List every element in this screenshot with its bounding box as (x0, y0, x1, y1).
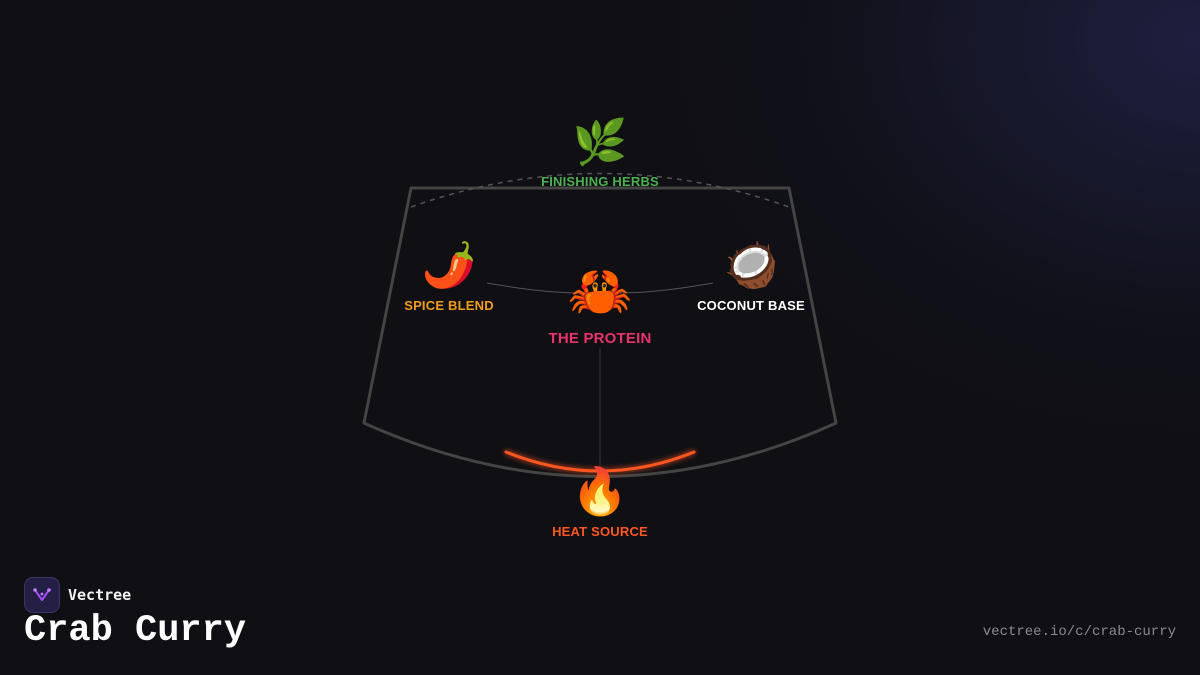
brand: Vectree (24, 577, 131, 613)
spice-connector (486, 282, 601, 294)
node-label: FINISHING HERBS (541, 174, 659, 189)
page-url[interactable]: vectree.io/c/crab-curry (982, 624, 1176, 640)
heat-arc (504, 450, 696, 473)
node-finishing-herbs: 🌿 FINISHING HERBS (541, 117, 659, 190)
node-heat-source: 🔥 HEAT SOURCE (552, 468, 648, 539)
herbs-dashed-arc (410, 172, 790, 208)
node-label: COCONUT BASE (697, 298, 805, 313)
crab-icon: 🦀 (567, 262, 633, 322)
chili-icon: 🌶️ (421, 240, 477, 291)
node-label: HEAT SOURCE (552, 524, 648, 539)
node-the-protein: 🦀 THE PROTEIN (548, 266, 651, 347)
brand-name: Vectree (68, 586, 132, 604)
bowl-outline (362, 186, 838, 478)
node-coconut-base: 🥥 COCONUT BASE (697, 240, 805, 314)
coconut-connector (599, 282, 714, 294)
node-spice-blend: 🌶️ SPICE BLEND (404, 240, 494, 314)
page-title: Crab Curry (24, 610, 247, 652)
fire-icon: 🔥 (571, 464, 629, 518)
node-label: THE PROTEIN (548, 330, 652, 347)
vectree-logo-icon (24, 577, 60, 613)
coconut-icon: 🥥 (723, 240, 779, 291)
node-label: SPICE BLEND (404, 298, 494, 313)
herb-icon: 🌿 (572, 117, 628, 168)
